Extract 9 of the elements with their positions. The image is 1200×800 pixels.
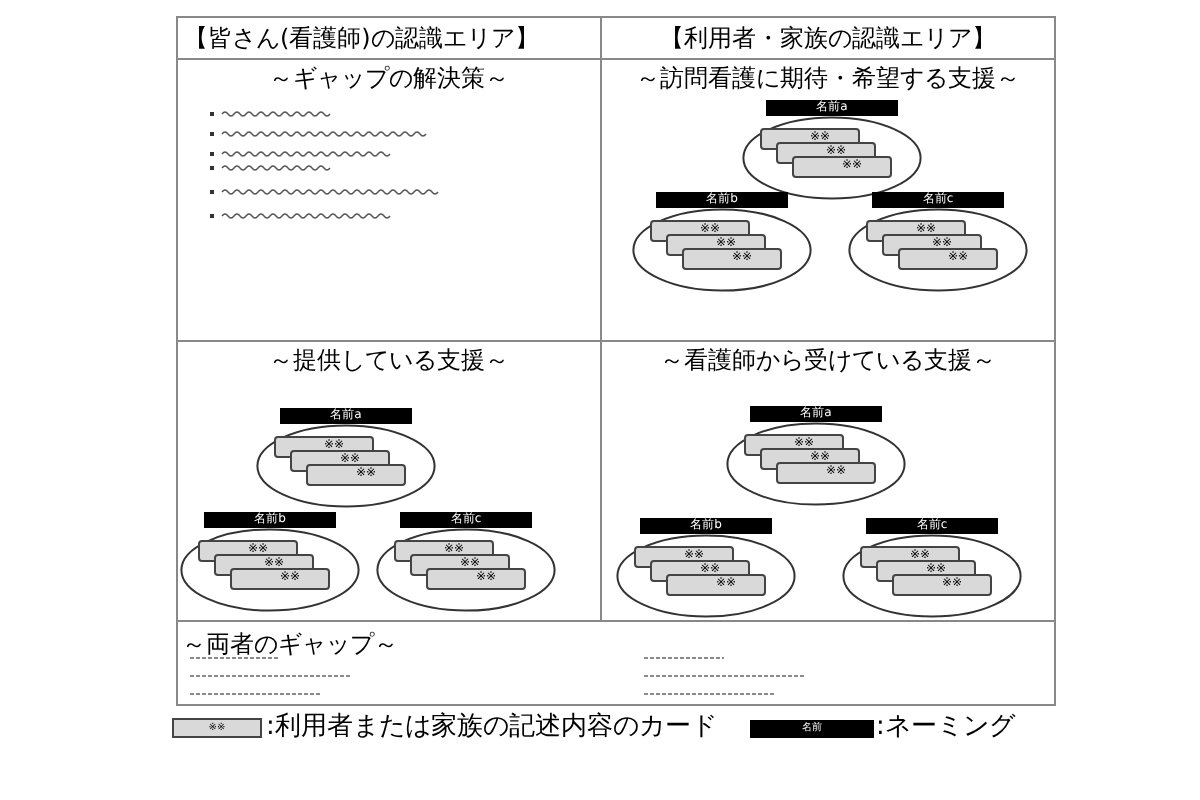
legend-text: :利用者または家族の記述内容のカード xyxy=(266,710,717,744)
panel-heading: ～提供している支援～ xyxy=(267,344,511,376)
panel-heading: ～看護師から受けている支援～ xyxy=(658,344,998,376)
panel-heading: ～訪問看護に期待・希望する支援～ xyxy=(634,62,1022,94)
panel-heading: ～ギャップの解決策～ xyxy=(267,62,511,94)
header-cell: 【利用者・家族の認識エリア】 xyxy=(600,16,1056,60)
panel-heading: ～両者のギャップ～ xyxy=(182,628,400,660)
header-cell: 【皆さん(看護師)の認識エリア】 xyxy=(176,16,602,60)
legend-text: :ネーミング xyxy=(876,710,1015,744)
